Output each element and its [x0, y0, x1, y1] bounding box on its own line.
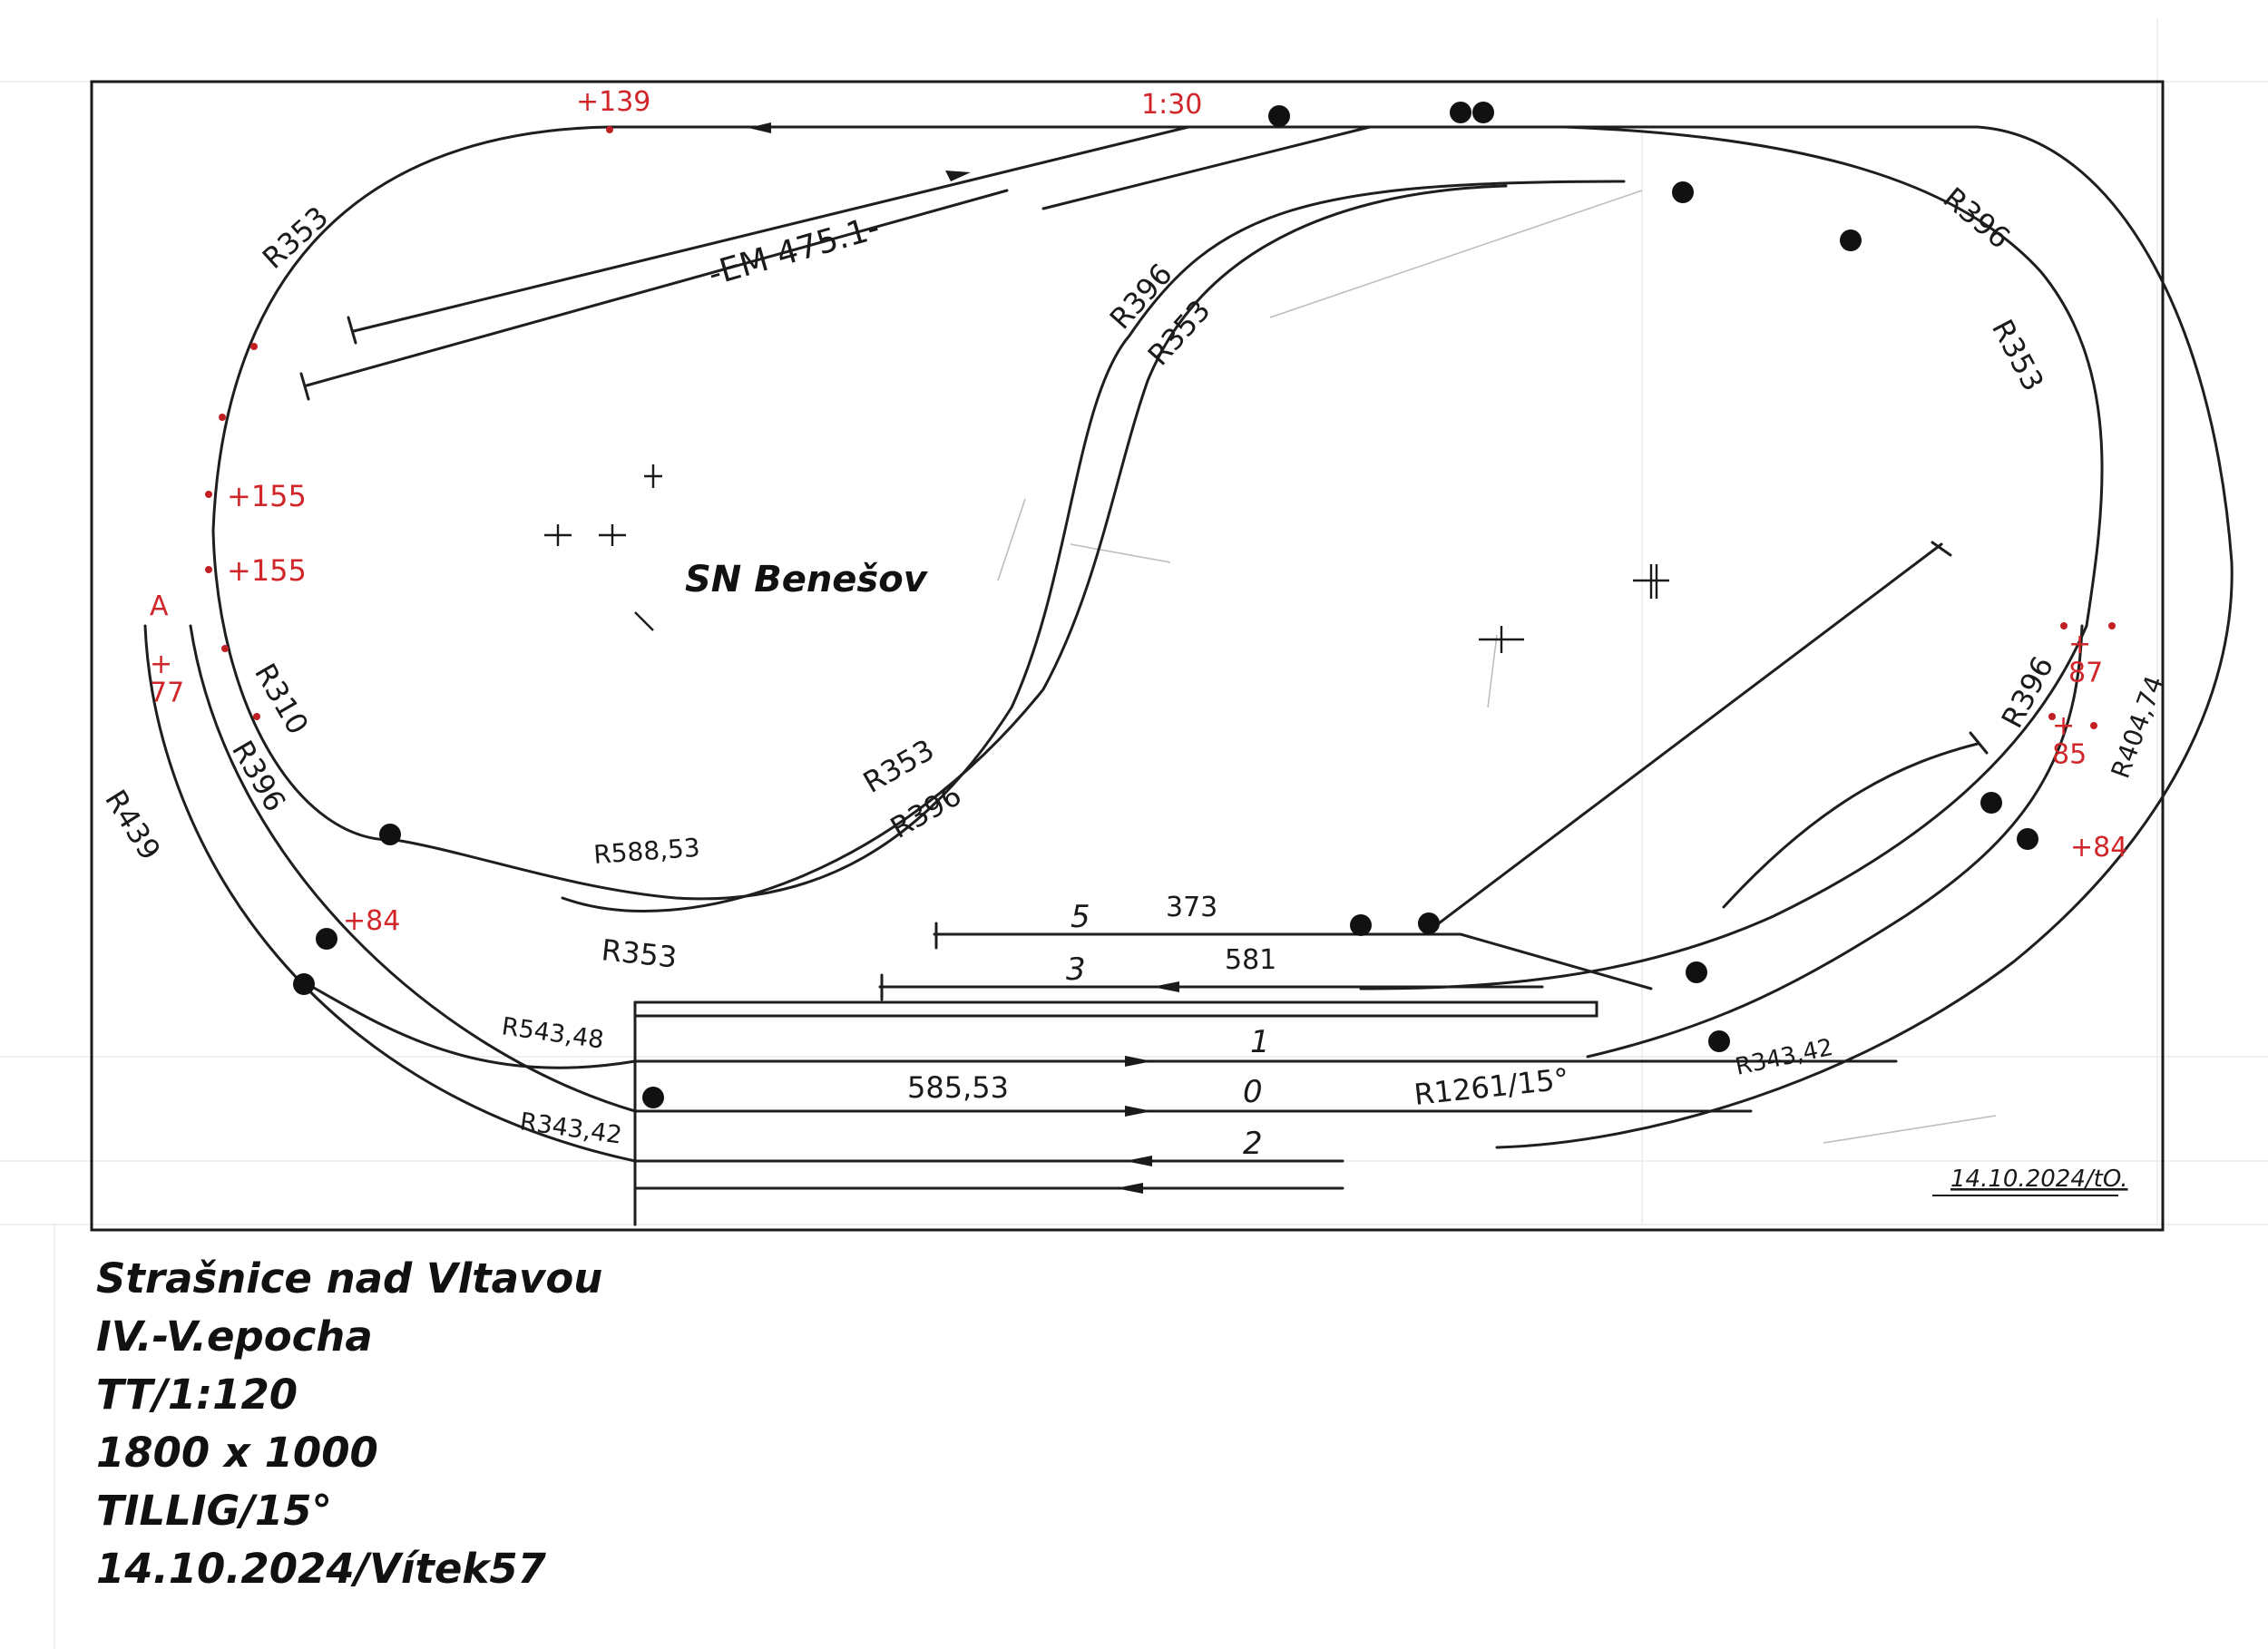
track-3-number: 3 [1066, 951, 1086, 988]
height-labels: +139 +155 +155 A +77 +84 +87 +85 +84 [150, 86, 2127, 937]
layout-legend: Strašnice nad Vltavou IV.-V.epocha TT/1:… [96, 1250, 602, 1598]
radius-r343-right: R343,42 [1733, 1034, 1835, 1081]
station-name: SN Benešov [685, 559, 929, 600]
board-outline [90, 80, 2165, 1232]
radius-r396-lower: R396 [885, 777, 967, 845]
track-1-number: 1 [1250, 1024, 1270, 1060]
height-155-b: +155 [227, 553, 307, 588]
track-2-number: 2 [1243, 1126, 1263, 1162]
station-tracks: 5 373 3 581 1 0 585,53 2 [907, 892, 1276, 1162]
track-5-number: 5 [1070, 899, 1090, 935]
height-85: +85 [2052, 710, 2087, 771]
track-lines [143, 102, 2234, 1226]
height-84-right: +84 [2070, 832, 2127, 864]
legend-epoch: IV.-V.epocha [96, 1312, 373, 1361]
ruler-label: -EM 475.1- [704, 210, 884, 294]
track-0-number: 0 [1243, 1074, 1263, 1110]
track-0-length: 585,53 [907, 1070, 1009, 1105]
legend-track-system: TILLIG/15° [96, 1487, 333, 1535]
legend-date-author: 14.10.2024/Vítek57 [96, 1545, 546, 1593]
radius-r1261: R1261/15° [1413, 1061, 1570, 1112]
radius-r404: R404,74 [2106, 672, 2170, 783]
radius-r396-left: R396 [225, 735, 293, 817]
radius-labels: R353 R396 R353 R396 R353 R310 R396 R439 … [98, 181, 2170, 1150]
height-155-a: +155 [227, 479, 307, 513]
track-3-length: 581 [1225, 944, 1276, 976]
radius-r439: R439 [98, 784, 167, 866]
height-139: +139 [576, 86, 650, 118]
height-84-left: +84 [343, 905, 400, 937]
height-dots [205, 126, 2116, 729]
drawing-signature: 14.10.2024/tO. [1950, 1166, 2128, 1193]
radius-r353-bottom: R353 [600, 932, 679, 975]
point-a-label: A [150, 590, 169, 622]
construction-lines [997, 190, 1997, 1144]
radius-r543: R543,48 [500, 1012, 605, 1054]
radius-r588: R588,53 [592, 833, 700, 870]
legend-board-size: 1800 x 1000 [96, 1429, 378, 1477]
scale-mark: 1:30 [1141, 89, 1202, 121]
track-5-length: 373 [1166, 892, 1217, 923]
legend-scale: TT/1:120 [96, 1371, 298, 1419]
height-87: +87 [2068, 629, 2103, 689]
radius-r353-right: R353 [1985, 314, 2051, 396]
height-77: +77 [150, 649, 184, 709]
radius-r396-top-right: R396 [1937, 181, 2017, 256]
legend-layout-name: Strašnice nad Vltavou [96, 1254, 603, 1303]
